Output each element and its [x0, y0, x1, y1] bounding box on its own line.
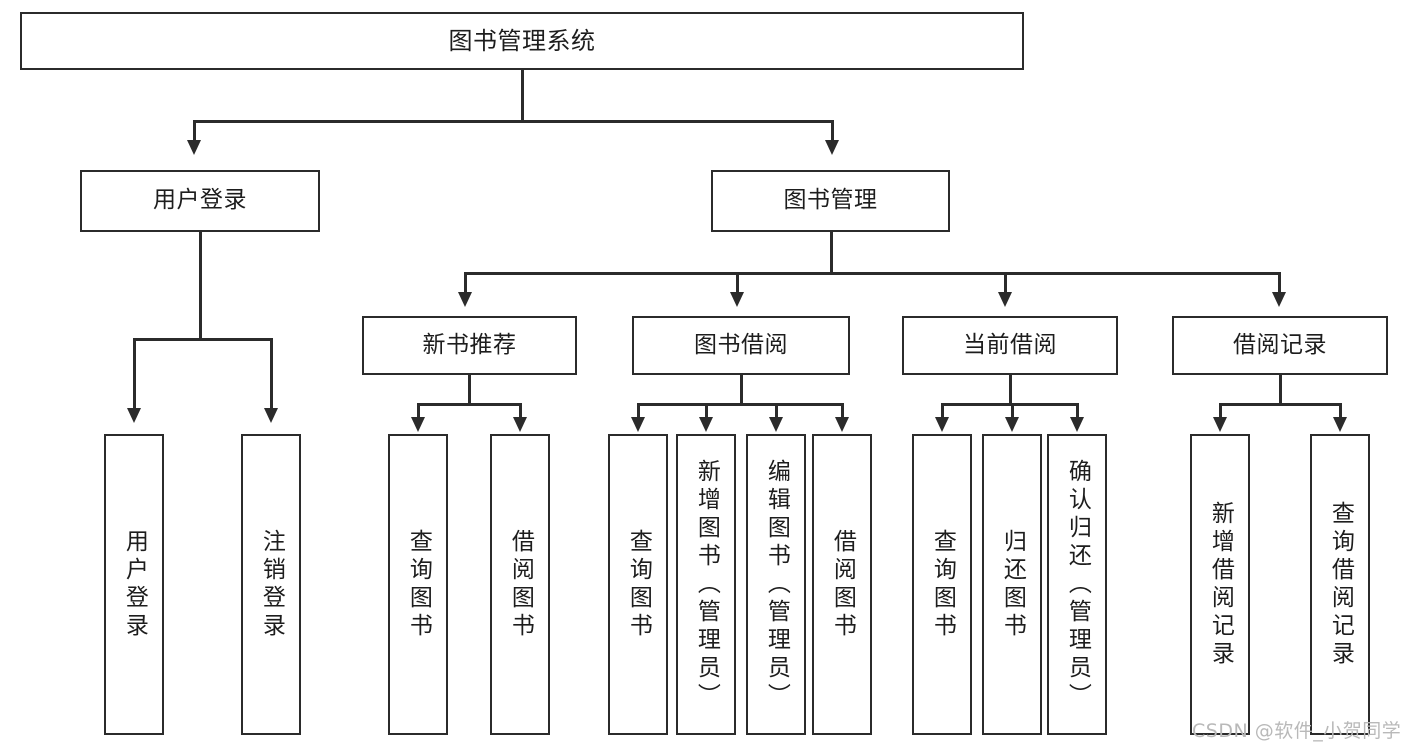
- connector-bookborrow-bus: [637, 403, 843, 406]
- connector-currentborrow-stem: [1009, 375, 1012, 405]
- leaf-borrow-borrow-book[interactable]: 借阅图书: [812, 434, 872, 735]
- arrow-bookmgmt-to-record: [1272, 292, 1286, 307]
- arrow-newbook-leaf-2: [513, 417, 527, 432]
- node-label: 确认归还（管理员）: [1064, 458, 1091, 711]
- node-label: 查询图书: [625, 528, 652, 641]
- connector-borrowrecord-drop-1: [1219, 403, 1222, 419]
- connector-bookmgmt-bus: [464, 272, 1280, 275]
- arrow-bookborrow-leaf-4: [835, 417, 849, 432]
- connector-currentborrow-drop-1: [941, 403, 944, 419]
- connector-newbook-drop-1: [417, 403, 420, 419]
- connector-borrowrecord-drop-2: [1339, 403, 1342, 419]
- node-label: 查询图书: [405, 528, 432, 641]
- node-label: 编辑图书（管理员）: [763, 458, 790, 711]
- node-label: 查询图书: [929, 528, 956, 641]
- node-label: 当前借阅: [963, 331, 1057, 358]
- leaf-current-query-book[interactable]: 查询图书: [912, 434, 972, 735]
- arrow-userlogin-leaf-1: [127, 408, 141, 423]
- leaf-borrow-edit-book-admin[interactable]: 编辑图书（管理员）: [746, 434, 806, 735]
- node-book-borrow[interactable]: 图书借阅: [632, 316, 850, 375]
- leaf-current-confirm-return-admin[interactable]: 确认归还（管理员）: [1047, 434, 1107, 735]
- node-book-management[interactable]: 图书管理: [711, 170, 950, 232]
- node-new-book-recommend[interactable]: 新书推荐: [362, 316, 577, 375]
- connector-root-bus: [193, 120, 834, 123]
- leaf-logout[interactable]: 注销登录: [241, 434, 301, 735]
- node-user-login[interactable]: 用户登录: [80, 170, 320, 232]
- node-label: 借阅图书: [829, 528, 856, 641]
- arrow-newbook-leaf-1: [411, 417, 425, 432]
- connector-userlogin-drop-1: [133, 338, 136, 410]
- connector-userlogin-stem: [199, 232, 202, 340]
- node-root-system[interactable]: 图书管理系统: [20, 12, 1024, 70]
- connector-root-stem: [521, 70, 524, 122]
- node-label: 新增图书（管理员）: [693, 458, 720, 711]
- connector-bookborrow-drop-2: [705, 403, 708, 419]
- node-label: 新书推荐: [422, 331, 517, 358]
- arrow-bookmgmt-to-newbook: [458, 292, 472, 307]
- connector-borrowrecord-bus: [1219, 403, 1341, 406]
- connector-newbook-bus: [417, 403, 521, 406]
- connector-root-to-userlogin: [193, 120, 196, 142]
- node-label: 图书借阅: [694, 331, 788, 358]
- connector-bookborrow-drop-1: [637, 403, 640, 419]
- arrow-root-to-userlogin: [187, 140, 201, 155]
- arrow-root-to-bookmgmt: [825, 140, 839, 155]
- node-label: 归还图书: [999, 528, 1026, 641]
- connector-borrowrecord-stem: [1279, 375, 1282, 405]
- leaf-record-query-record[interactable]: 查询借阅记录: [1310, 434, 1370, 735]
- leaf-current-return-book[interactable]: 归还图书: [982, 434, 1042, 735]
- arrow-bookborrow-leaf-1: [631, 417, 645, 432]
- node-label: 用户登录: [153, 187, 247, 214]
- connector-bookmgmt-drop-3: [1004, 272, 1007, 294]
- node-label: 新增借阅记录: [1207, 500, 1234, 669]
- connector-currentborrow-drop-3: [1076, 403, 1079, 419]
- connector-currentborrow-drop-2: [1011, 403, 1014, 419]
- node-label: 借阅图书: [507, 528, 534, 641]
- connector-newbook-stem: [468, 375, 471, 405]
- leaf-record-add-record[interactable]: 新增借阅记录: [1190, 434, 1250, 735]
- node-label: 用户登录: [121, 528, 148, 641]
- arrow-bookmgmt-to-borrow: [730, 292, 744, 307]
- arrow-bookborrow-leaf-3: [769, 417, 783, 432]
- arrow-currentborrow-leaf-2: [1005, 417, 1019, 432]
- arrow-borrowrecord-leaf-2: [1333, 417, 1347, 432]
- connector-root-to-bookmgmt: [831, 120, 834, 142]
- leaf-borrow-add-book-admin[interactable]: 新增图书（管理员）: [676, 434, 736, 735]
- node-current-borrow[interactable]: 当前借阅: [902, 316, 1118, 375]
- node-label: 图书管理: [783, 187, 878, 214]
- arrow-userlogin-leaf-2: [264, 408, 278, 423]
- arrow-bookborrow-leaf-2: [699, 417, 713, 432]
- leaf-borrow-query-book[interactable]: 查询图书: [608, 434, 668, 735]
- leaf-newbook-borrow-book[interactable]: 借阅图书: [490, 434, 550, 735]
- connector-bookmgmt-stem: [830, 232, 833, 274]
- connector-newbook-drop-2: [519, 403, 522, 419]
- connector-bookborrow-drop-4: [841, 403, 844, 419]
- node-label: 查询借阅记录: [1327, 500, 1354, 669]
- arrow-bookmgmt-to-current: [998, 292, 1012, 307]
- connector-bookborrow-stem: [740, 375, 743, 405]
- node-label: 借阅记录: [1233, 331, 1327, 358]
- leaf-newbook-query-book[interactable]: 查询图书: [388, 434, 448, 735]
- leaf-user-login[interactable]: 用户登录: [104, 434, 164, 735]
- connector-userlogin-bus: [133, 338, 271, 341]
- node-label: 图书管理系统: [448, 26, 596, 55]
- connector-currentborrow-bus: [941, 403, 1078, 406]
- connector-bookmgmt-drop-1: [464, 272, 467, 294]
- node-borrow-record[interactable]: 借阅记录: [1172, 316, 1388, 375]
- connector-bookmgmt-drop-2: [736, 272, 739, 294]
- arrow-borrowrecord-leaf-1: [1213, 417, 1227, 432]
- connector-userlogin-drop-2: [270, 338, 273, 410]
- arrow-currentborrow-leaf-3: [1070, 417, 1084, 432]
- connector-bookborrow-drop-3: [775, 403, 778, 419]
- connector-bookmgmt-drop-4: [1278, 272, 1281, 294]
- arrow-currentborrow-leaf-1: [935, 417, 949, 432]
- node-label: 注销登录: [258, 528, 285, 641]
